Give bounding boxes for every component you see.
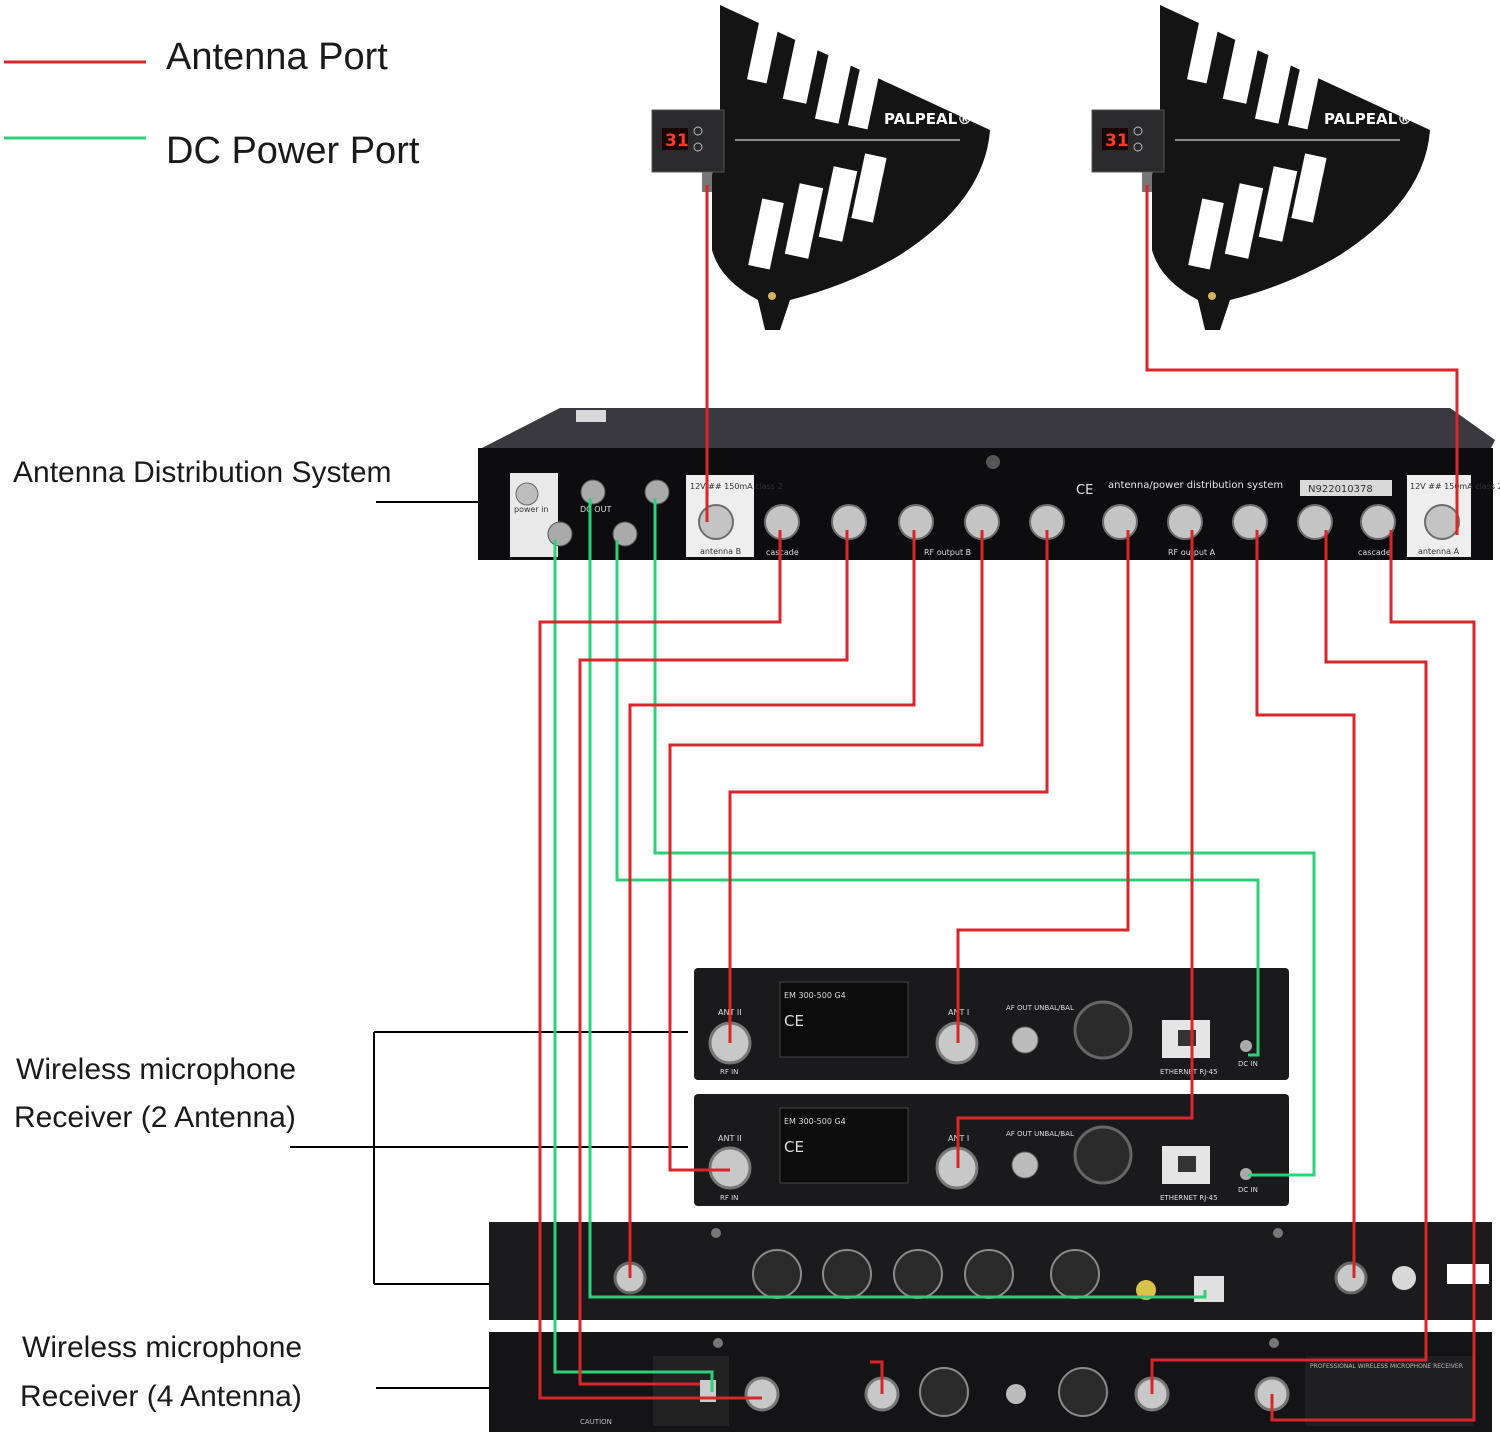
du-ce-mark: CE (1076, 483, 1093, 498)
antenna-left-display: 31 (665, 131, 689, 151)
wire-out-a3 (1255, 530, 1356, 1278)
du-power-in-label: power in (514, 505, 549, 514)
dc-wire-rx-second (653, 498, 1316, 1177)
rx1-model: EM 300-500 G4 (784, 991, 846, 1000)
receiver-4-label-line2: Receiver (4 Antenna) (20, 1380, 302, 1413)
receiver-2-label-line2: Receiver (2 Antenna) (14, 1101, 296, 1134)
rx1-af-out: AF OUT UNBAL/BAL (1006, 1004, 1074, 1012)
antenna-left: PALPEAL® 31 (651, 5, 990, 330)
wire-cascade-a (1270, 530, 1476, 1422)
wire-out-b3 (668, 530, 984, 1172)
rx2-dc-in: DC IN (1238, 1186, 1258, 1194)
wire-out-b4 (728, 530, 1049, 1043)
wire-antenna-right-to-du (1145, 185, 1459, 535)
du-antenna-b-label: antenna B (700, 547, 741, 556)
wire-out-a4 (1150, 530, 1428, 1394)
wire-out-a1 (956, 530, 1130, 1043)
rx2-af-out: AF OUT UNBAL/BAL (1006, 1130, 1074, 1138)
du-rf-output-b-label: RF output B (924, 548, 971, 557)
receiver-2ant-1: EM 300-500 G4 CE ANT II ANT I AF OUT UNB… (694, 968, 1289, 1080)
wire-out-b1 (578, 530, 849, 1386)
rx1-ethernet: ETHERNET RJ-45 (1160, 1068, 1218, 1076)
receiver-4ant-rack-1 (489, 1222, 1492, 1320)
du-serial: N922010378 (1308, 484, 1373, 495)
rx2-ethernet: ETHERNET RJ-45 (1160, 1194, 1218, 1202)
du-cascade-a-label: cascade (1358, 548, 1391, 557)
legend-dc-power-port-label: DC Power Port (166, 130, 420, 172)
du-dc-out-label: DC OUT (580, 505, 611, 514)
dc-wire-rack-middle (588, 498, 1207, 1299)
rx1-ce: CE (784, 1012, 804, 1030)
rx2-rf-in: RF IN (720, 1194, 738, 1202)
receiver-2-label-line1: Wireless microphone (16, 1053, 297, 1086)
rx1-rf-in: RF IN (720, 1068, 738, 1076)
rx1-dc-in: DC IN (1238, 1060, 1258, 1068)
receiver-4ant-rack-2: PROFESSIONAL WIRELESS MICROPHONE RECEIVE… (489, 1332, 1492, 1432)
wire-bottom-ant-ii (870, 1360, 884, 1394)
dc-power-wires (553, 498, 1316, 1392)
antenna-right: PALPEAL® 31 (1091, 5, 1430, 330)
distribution-system-label: Antenna Distribution System (13, 456, 392, 489)
antenna-right-brand: PALPEAL® (1324, 110, 1412, 128)
antenna-wires (538, 185, 1476, 1422)
wire-out-b2 (628, 530, 916, 1278)
distribution-unit: 12V ## 150mA class 2 12V ## 150mA class … (478, 408, 1500, 560)
du-antenna-a-label: antenna A (1418, 547, 1460, 556)
rx2-ant-ii: ANT II (718, 1134, 742, 1143)
rx4-caution: CAUTION (580, 1418, 612, 1426)
dc-wire-rack-bottom (553, 540, 714, 1392)
wire-out-a2 (956, 530, 1194, 1168)
receiver-2ant-2: EM 300-500 G4 CE ANT II ANT I AF OUT UNB… (694, 1094, 1289, 1206)
wire-cascade-b (538, 530, 782, 1400)
receiver-2-bracket (290, 1031, 688, 1285)
receiver-4-label-line1: Wireless microphone (22, 1331, 303, 1364)
rx2-ce: CE (784, 1138, 804, 1156)
du-header: antenna/power distribution system (1108, 480, 1283, 491)
du-cascade-b-label: cascade (766, 548, 799, 557)
du-antenna-a-power: 12V ## 150mA class 2 (1410, 482, 1500, 491)
du-antenna-b-power: 12V ## 150mA class 2 (690, 482, 783, 491)
antenna-left-brand: PALPEAL® (884, 110, 972, 128)
rx2-model: EM 300-500 G4 (784, 1117, 846, 1126)
rx4-brand-text: PROFESSIONAL WIRELESS MICROPHONE RECEIVE… (1310, 1363, 1463, 1370)
dc-wire-rx-top (615, 540, 1260, 1057)
antenna-right-display: 31 (1105, 131, 1129, 151)
legend-antenna-port-label: Antenna Port (166, 36, 388, 78)
